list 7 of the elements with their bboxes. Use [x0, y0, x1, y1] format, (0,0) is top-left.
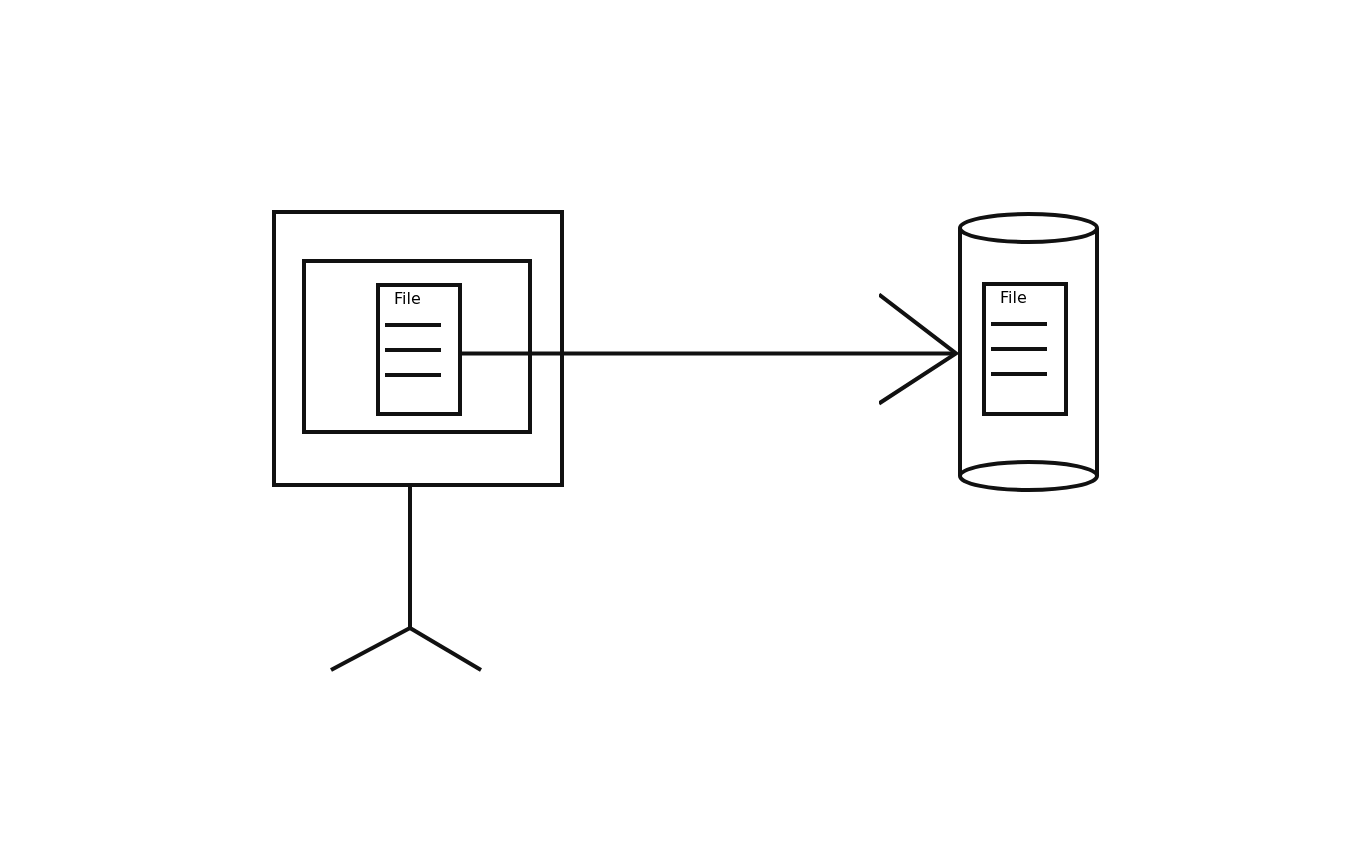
file-label: File	[394, 289, 421, 308]
screen-panel	[302, 259, 532, 434]
file-document	[376, 283, 462, 416]
file-label: File	[1000, 288, 1027, 307]
arrow	[462, 292, 958, 406]
file-document	[982, 282, 1068, 416]
monitor-frame	[272, 210, 564, 487]
